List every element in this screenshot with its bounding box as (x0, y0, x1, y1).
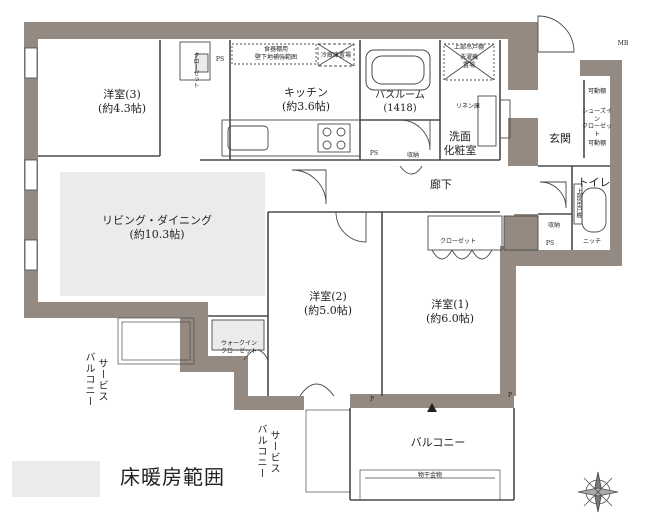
washroom-label: 洗面 化粧室 (440, 130, 480, 158)
hallway-label: 廊下 (430, 178, 452, 191)
service-balcony-label-2: サービス バルコニー (255, 424, 279, 479)
legend-label: 床暖房範囲 (120, 465, 225, 489)
niche-label: ニッチ (582, 238, 601, 245)
washroom-line1: 洗面 (449, 130, 471, 143)
linen-label: リネン庫 (455, 103, 480, 110)
door-swings (291, 15, 575, 397)
toilet-fixture (573, 183, 607, 233)
left-windows (24, 47, 38, 271)
western1-name: 洋室(1) (431, 298, 469, 311)
kitchen-fixtures (221, 43, 361, 157)
washer-top-label: 上部吊戸棚 (453, 44, 484, 51)
western1-label: 洋室(1) (約6.0帖) (408, 298, 492, 326)
floor-heating-zone (60, 172, 265, 296)
service-balcony-label-1: サービス バルコニー (83, 352, 107, 407)
western2-name: 洋室(2) (309, 290, 347, 303)
storage-toilet-label: 収納 (547, 222, 560, 229)
toilet-shelf-label: 上部吊戸棚 (575, 188, 582, 218)
kitchen-name: キッチン (284, 86, 328, 99)
kitchen-label: キッチン (約3.6帖) (266, 86, 346, 114)
entry-arrow (427, 403, 437, 412)
p-mark-2: P (507, 392, 513, 399)
western3-label: 洋室(3) (約4.3帖) (82, 88, 162, 116)
mb-mark: MB (617, 40, 629, 47)
pantry-label: 食器棚用 壁下地補強範囲 (254, 46, 297, 61)
ps-mark-1: PS (215, 56, 225, 63)
ps-mark-3: PS (545, 240, 555, 247)
compass-icon (577, 471, 619, 513)
service-balcony-rails (117, 317, 501, 501)
legend-swatch (12, 461, 100, 497)
washer-label: 洗濯機 置場 (459, 54, 478, 69)
living-name: リビング・ダイニング (102, 214, 212, 227)
bathroom-name: バスルーム (375, 90, 425, 101)
closet-w1-lines (427, 215, 539, 260)
closet-w3-label: クローゼット (192, 52, 199, 88)
western1-area: (約6.0帖) (425, 311, 475, 325)
western2-area: (約5.0帖) (303, 303, 353, 317)
storage-hall-label: 収納 (406, 152, 419, 159)
walkin-lines (211, 319, 269, 361)
bathtub (365, 49, 431, 91)
outdoor-hanger-label: 物干金物 (417, 472, 442, 479)
living-label: リビング・ダイニング (約10.3帖) (92, 214, 222, 242)
entrance-label: 玄関 (549, 132, 571, 145)
western2-label: 洋室(2) (約5.0帖) (288, 290, 368, 318)
ps-mark-2: PS (369, 150, 379, 157)
western3-area: (約4.3帖) (97, 101, 147, 115)
kitchen-area: (約3.6帖) (281, 99, 331, 113)
balcony-label: バルコニー (410, 436, 466, 449)
washroom-fixtures (443, 43, 511, 147)
closet-w1-label: クローゼット (439, 238, 476, 245)
p-mark-1: P (369, 396, 375, 403)
bathroom-size: (1418) (383, 102, 417, 114)
shoe-closet-label: シューズイン クローゼット (581, 108, 612, 138)
western3-name: 洋室(3) (103, 88, 141, 101)
shoe-bottom-label: 可動棚 (587, 140, 606, 147)
shoe-top-label: 可動棚 (587, 88, 606, 95)
bathroom-label: バスルーム (1418) (364, 90, 436, 115)
fridge-label: 冷蔵庫置場 (320, 52, 351, 59)
washroom-line2: 化粧室 (443, 143, 477, 157)
toilet-label: トイレ (577, 176, 611, 189)
closet-w3 (179, 41, 211, 81)
walkin-label: ウォークイン クローゼット (220, 340, 257, 355)
living-area: (約10.3帖) (129, 227, 185, 241)
